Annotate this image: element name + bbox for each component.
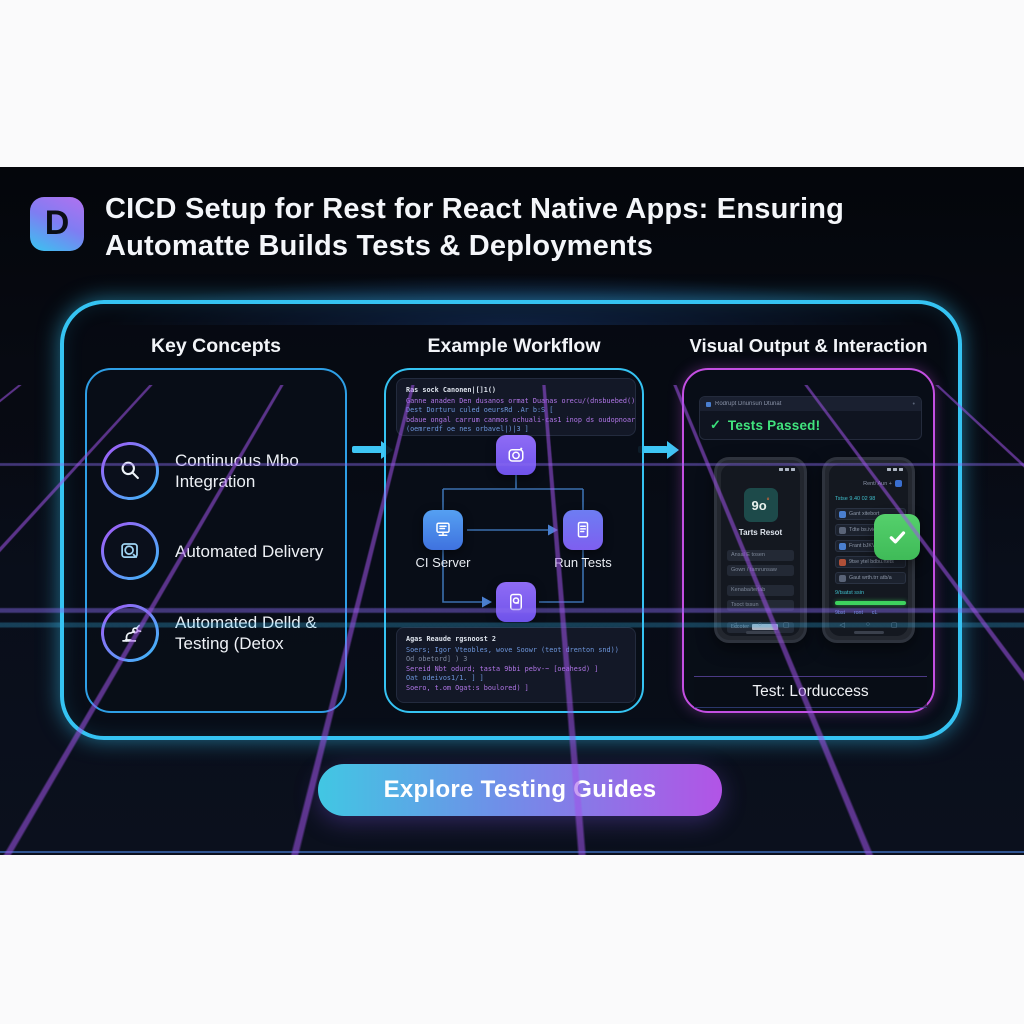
home-indicator bbox=[853, 631, 884, 634]
input-row: Lccoter bbox=[727, 622, 794, 633]
header-icon bbox=[895, 480, 902, 487]
window-icon bbox=[706, 401, 711, 407]
highlight-chip bbox=[752, 623, 779, 630]
doc-icon bbox=[839, 574, 846, 582]
check-icon: ✓ bbox=[710, 417, 721, 432]
workflow-connectors bbox=[442, 475, 584, 608]
input-row: Tsoct tssun bbox=[727, 600, 794, 611]
test-caption: Test: Lorduccess bbox=[752, 683, 869, 700]
app-icon-badge: ° bbox=[766, 497, 770, 505]
nav-home-icon: ○ bbox=[757, 621, 762, 628]
success-fab-check-icon bbox=[874, 514, 920, 560]
app-label: Tarts Resot bbox=[738, 528, 783, 537]
alert-icon bbox=[839, 558, 846, 566]
node-label-run-tests: Run Tests bbox=[554, 555, 612, 570]
device-icon bbox=[839, 542, 846, 550]
code-block-bottom: Agas Reaude rgsnoost 2 Soers; Igor Vteob… bbox=[396, 627, 636, 703]
code-line: Soero, t.om Ogat:s boulored) ] bbox=[406, 683, 529, 692]
row-text: Frant bJKV or.sis bbox=[849, 543, 890, 549]
list-item-label: Continuous Mbo Integration bbox=[175, 451, 299, 491]
screen-header: Rent/ Aun + bbox=[863, 480, 902, 487]
tests-passed-status: Tests Passed! bbox=[727, 417, 821, 433]
android-nav-bar: ◁ ○ ▢ bbox=[829, 621, 908, 629]
box-icon bbox=[839, 526, 846, 534]
brand-logo: D bbox=[30, 197, 84, 251]
list-item-continuous-integration: Continuous Mbo Integration bbox=[101, 442, 343, 500]
nav-recent-icon: ▢ bbox=[782, 622, 790, 629]
magnifier-icon bbox=[101, 442, 159, 500]
row-text: Gant xitebort bbox=[849, 511, 880, 517]
list-item-automated-delivery: Automated Delivery bbox=[101, 522, 343, 580]
screen-footer: 9bst ront cL bbox=[835, 610, 878, 616]
input-row: Ansal E tosen bbox=[727, 550, 794, 561]
progress-label: 9/tsatst ssin bbox=[835, 590, 865, 596]
menu-dot-icon: • bbox=[912, 400, 915, 408]
logo-letter: D bbox=[44, 203, 70, 242]
heading-example-workflow: Example Workflow bbox=[427, 335, 601, 357]
panel-visual-output: Rodrupt Dnunsun Dtunat • ✓ Tests Passed!… bbox=[682, 368, 935, 713]
input-row: Kenaba/terlab bbox=[727, 585, 794, 596]
row-text: Lccoter bbox=[731, 624, 750, 630]
test-result-card: Rodrupt Dnunsun Dtunat • ✓ Tests Passed! bbox=[699, 396, 922, 440]
android-nav-bar: ◁ ○ ▢ bbox=[721, 621, 800, 629]
status-bar-icons bbox=[887, 468, 903, 471]
phone-mockup-left: 9o° Tarts Resot Ansal E tosen Gown / tam… bbox=[714, 457, 807, 643]
screen-header-text: Rent/ Aun + bbox=[863, 480, 892, 487]
robot-arm-icon bbox=[101, 604, 159, 662]
panel-key-concepts: Continuous Mbo Integration Automated Del… bbox=[85, 368, 347, 713]
header-glow bbox=[0, 255, 1024, 325]
row-text: 9tse ytel bdbu.rtets bbox=[849, 559, 894, 565]
shield-icon bbox=[839, 510, 846, 518]
home-indicator bbox=[745, 631, 776, 634]
code-line: Ras sock Canonen|[]1() bbox=[406, 386, 497, 394]
nav-recent-icon: ▢ bbox=[890, 622, 898, 629]
code-line: Agas Reaude rgsnoost 2 bbox=[406, 635, 497, 643]
heading-key-concepts: Key Concepts bbox=[150, 335, 282, 357]
explore-testing-guides-button[interactable]: Explore Testing Guides bbox=[318, 764, 722, 816]
code-line: Od obetord] ) 3 bbox=[406, 655, 468, 663]
workflow-node-ci-server-icon bbox=[423, 510, 463, 550]
status-bar-icons bbox=[779, 468, 795, 471]
camera-icon bbox=[101, 522, 159, 580]
title-line-1: CICD Setup for Rest for React Native App… bbox=[105, 193, 845, 225]
list-item-label: Automated Delivery bbox=[175, 541, 324, 561]
nav-back-icon: ◁ bbox=[731, 622, 737, 629]
bottom-accent-line bbox=[0, 851, 1024, 853]
main-dark-panel: D CICD Setup for Rest for React Native A… bbox=[0, 167, 1024, 855]
code-line: Sereid Nbt odurd; tasta 9bbi pebv-~ [oea… bbox=[406, 664, 599, 673]
result-card-titlebar: Rodrupt Dnunsun Dtunat • bbox=[700, 397, 921, 411]
arrow-right-icon bbox=[638, 440, 679, 459]
progress-bar bbox=[835, 601, 906, 605]
workflow-node-run-tests-icon bbox=[563, 510, 603, 550]
row-text: Gaut wrth.trr atb/a bbox=[849, 575, 892, 581]
code-line: Dest Dorturu culed oeursRd .Ar b:S [ bbox=[406, 406, 554, 414]
workflow-node-report-icon bbox=[496, 582, 536, 622]
list-row: Gaut wrth.trr atb/a bbox=[835, 572, 906, 584]
code-line: bdaue ongal carrum canmos ochuali-cas1 i… bbox=[406, 415, 636, 424]
page-title: CICD Setup for Rest for React Native App… bbox=[105, 191, 865, 265]
nav-home-icon: ○ bbox=[865, 621, 870, 628]
panel-example-workflow: Ras sock Canonen|[]1() Ganne anaden Den … bbox=[384, 368, 644, 713]
arrow-right-icon bbox=[352, 440, 393, 459]
code-line: Soers; Igor Vteobles, wove Soowr (teot d… bbox=[406, 645, 619, 654]
section-label: Tstse 9.40 02 98 bbox=[835, 496, 876, 502]
node-label-ci-server: CI Server bbox=[415, 555, 471, 570]
title-line-2: Automatte Builds Tests & Deployments bbox=[105, 230, 654, 262]
code-line: (oemrerdf oe nes orbavel|)|3 ] bbox=[406, 425, 529, 433]
code-line: Ganne anaden Den dusanos ormat Duanas or… bbox=[406, 396, 636, 405]
list-item-automated-testing: Automated Delld & Testing (Detox bbox=[101, 604, 343, 662]
heading-visual-output: Visual Output & Interaction bbox=[689, 335, 928, 356]
code-line: Oat odeivos1/1. ] ] bbox=[406, 674, 484, 682]
input-row: Gown / tamrunsaw bbox=[727, 565, 794, 576]
app-icon: 9o° bbox=[743, 488, 778, 522]
code-line: } bbox=[406, 435, 626, 436]
app-icon-text: 9o bbox=[751, 497, 767, 513]
list-item-label: Automated Delld & Testing (Detox bbox=[175, 613, 317, 653]
result-card-title: Rodrupt Dnunsun Dtunat bbox=[715, 401, 782, 407]
test-caption-box: Test: Lorduccess bbox=[694, 676, 927, 708]
row-text: Tdte bs.ivie bbox=[849, 527, 877, 533]
workflow-node-camera-icon bbox=[496, 435, 536, 475]
nav-back-icon: ◁ bbox=[839, 622, 845, 629]
